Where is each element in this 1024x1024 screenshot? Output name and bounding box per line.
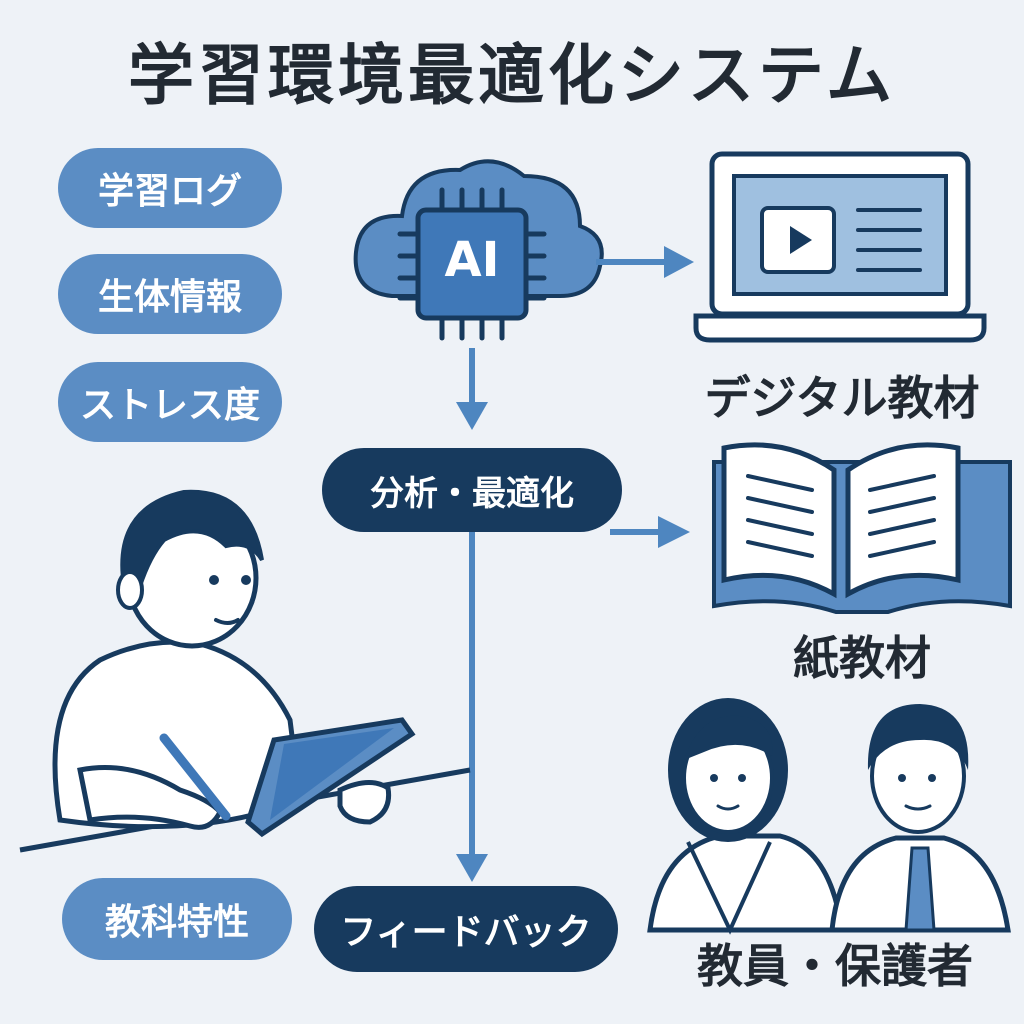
feedback-pill: フィードバック: [314, 886, 618, 972]
paper-materials-label: 紙教材: [793, 631, 931, 685]
biometrics-pill: 生体情報: [58, 254, 282, 334]
laptop-icon: [693, 151, 987, 343]
parent-illustration: [829, 704, 1011, 933]
arrow-to-digital: [596, 246, 694, 278]
learning-log-pill: 学習ログ: [58, 148, 282, 228]
ai-chip-label: AI: [444, 232, 500, 288]
stress-pill: ストレス度: [58, 362, 282, 442]
arrow-to-feedback: [456, 528, 488, 882]
teachers-parents-label: 教員・保護者: [697, 939, 973, 993]
subject-characteristics-pill: 教科特性: [62, 878, 292, 960]
arrow-to-paper: [610, 516, 690, 548]
analysis-optimization-pill: 分析・最適化: [322, 448, 622, 532]
page-title: 学習環境最適化システム: [127, 37, 897, 114]
teacher-illustration: [647, 698, 845, 935]
arrow-to-process: [456, 348, 488, 430]
student-illustration: [19, 489, 471, 853]
book-icon: [712, 442, 1012, 614]
ai-chip-icon: [397, 187, 547, 341]
digital-materials-label: デジタル教材: [704, 371, 980, 425]
